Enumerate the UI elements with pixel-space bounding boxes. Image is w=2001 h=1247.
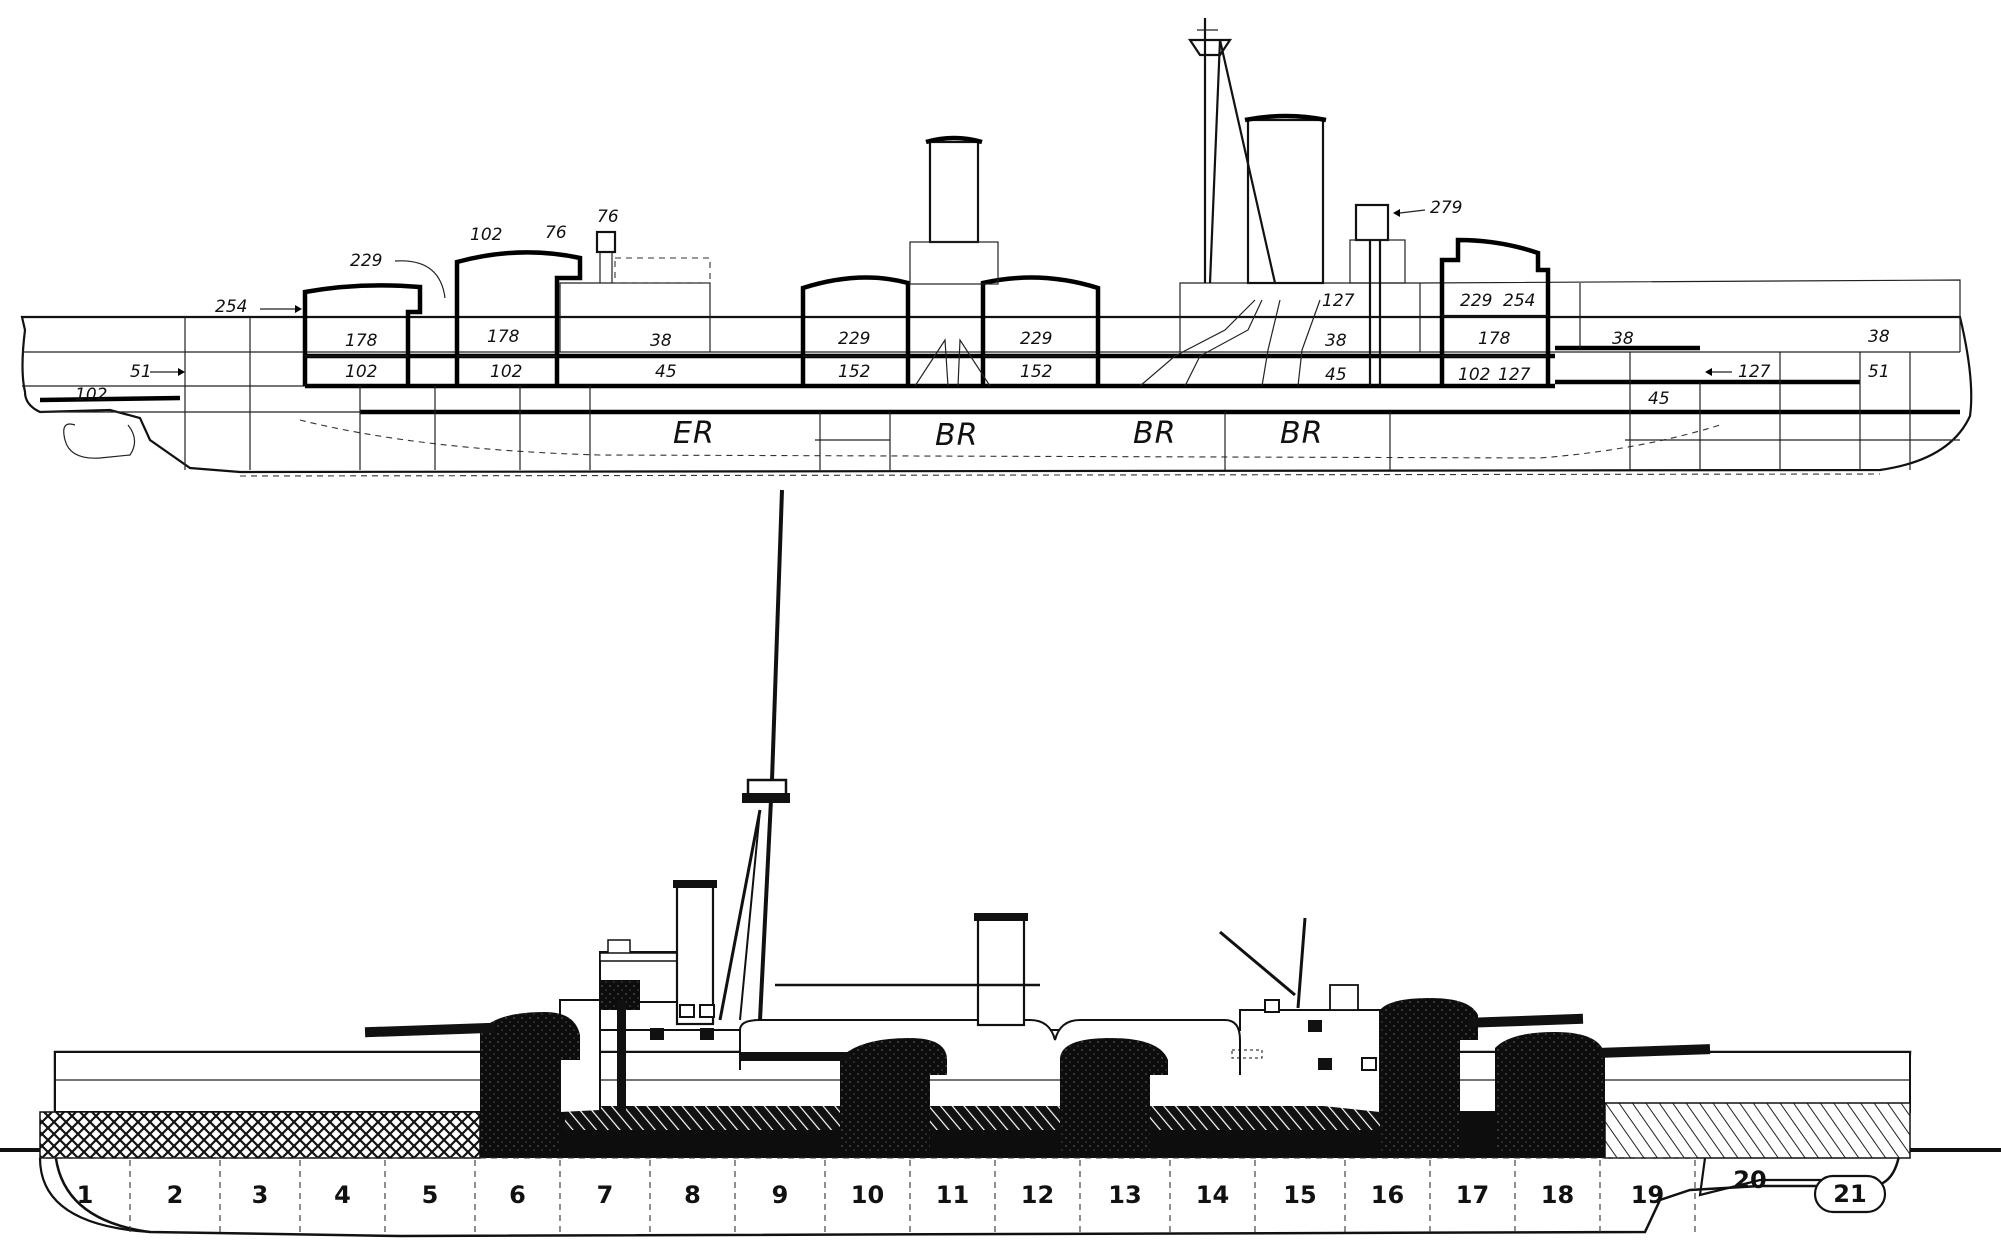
belt-mid-hatch-b: [930, 1106, 1400, 1130]
section-dividers: [129, 1160, 1696, 1232]
profile-keel-line: [239, 473, 1881, 477]
aft-turret: [1439, 237, 1551, 386]
profile-hull-outline: [20, 315, 1973, 474]
label-51-stern: 51: [1868, 362, 1890, 382]
section-number-4: 4: [334, 1181, 351, 1209]
fore-underwater: [63, 423, 136, 459]
funnel-fore: [909, 135, 999, 387]
section-number-16: 16: [1371, 1181, 1404, 1209]
section-number-11: 11: [936, 1181, 969, 1209]
label-102-low: 102: [75, 385, 107, 405]
section-number-10: 10: [851, 1181, 884, 1209]
belt-fore-crosshatch: [39, 1111, 481, 1159]
section-number-3: 3: [252, 1181, 269, 1209]
label-152-wing-b: 152: [1020, 362, 1052, 382]
label-76-fore: 76: [545, 223, 567, 243]
turret-wing-a: [740, 1038, 947, 1152]
fore-cupola: [595, 230, 617, 254]
label-178-b: 178: [487, 327, 520, 347]
section-number-20: 20: [1733, 1166, 1766, 1194]
label-38-mid: 38: [650, 331, 672, 351]
label-45-aft-b: 45: [1648, 389, 1670, 409]
turret-aft-a: [1380, 998, 1584, 1152]
fore-turret-b: [454, 250, 583, 386]
bow-underwater: [38, 1157, 151, 1234]
wing-turret-a: [800, 275, 911, 386]
section-number-9: 9: [772, 1181, 789, 1209]
label-178-a: 178: [345, 331, 378, 351]
turret-wing-b: [1060, 1038, 1168, 1152]
belt-aft-hatch: [1604, 1102, 1911, 1159]
section-number-17: 17: [1456, 1181, 1489, 1209]
label-102-top: 102: [470, 225, 502, 245]
label-127-aft-c: 127: [1738, 362, 1771, 382]
aft-posts: [1368, 240, 1382, 386]
turret-fore: [364, 980, 640, 1152]
label-127-aft-a: 127: [1322, 291, 1355, 311]
label-127-aft-b: 127: [1498, 365, 1531, 385]
funnel-fore-elevation: [673, 880, 717, 1026]
fore-deckhouse: [614, 257, 711, 284]
section-number-7: 7: [597, 1181, 614, 1209]
label-45-mid: 45: [655, 362, 677, 382]
wing-turret-b: [980, 275, 1101, 386]
label-229-wing-b: 229: [1020, 329, 1052, 349]
section-number-13: 13: [1108, 1181, 1141, 1209]
section-number-15: 15: [1283, 1181, 1316, 1209]
label-38-aft: 38: [1325, 331, 1347, 351]
section-number-5: 5: [422, 1181, 439, 1209]
label-45-aft: 45: [1325, 365, 1347, 385]
aft-deckhouse: [1349, 239, 1406, 284]
fore-bottom-line: [39, 395, 181, 403]
label-254-fore: 254: [215, 297, 247, 317]
section-number-12: 12: [1021, 1181, 1054, 1209]
secondary-guns: [650, 999, 1377, 1071]
label-102-aft: 102: [1458, 365, 1490, 385]
fore-turret-a: [302, 283, 423, 386]
mast-main: [1187, 18, 1277, 284]
profile-bilge-line: [299, 419, 1721, 459]
stern-cutaway: [1698, 1157, 1870, 1197]
label-engine-room: ER: [673, 416, 715, 451]
label-279-aft: 279: [1430, 198, 1462, 218]
label-boiler-room-2: BR: [1133, 416, 1176, 451]
turret-aft-b: [1495, 1032, 1711, 1152]
label-152-wing-a: 152: [838, 362, 870, 382]
profile-labels: 254 229 102 76 76 178 178 102 102 51 102…: [75, 198, 1890, 453]
fore-chart-house: [607, 939, 631, 955]
section-number-19: 19: [1631, 1181, 1664, 1209]
aft-cupola: [1354, 203, 1390, 242]
armour-profile: 254 229 102 76 76 178 178 102 102 51 102…: [20, 18, 1973, 477]
label-38-stern: 38: [1868, 327, 1890, 347]
label-51-fore: 51: [130, 362, 152, 382]
label-229-wing-a: 229: [838, 329, 870, 349]
section-number-1: 1: [77, 1181, 94, 1209]
funnel-aft-elevation: [974, 913, 1028, 1027]
label-102-a: 102: [345, 362, 377, 382]
section-number-8: 8: [684, 1181, 701, 1209]
aft-derrick: [1219, 917, 1359, 1011]
section-number-18: 18: [1541, 1181, 1574, 1209]
profile-frames: [184, 317, 1960, 470]
rudder: [1813, 1174, 1887, 1214]
label-76-cupola: 76: [597, 207, 619, 227]
label-102-b: 102: [490, 362, 522, 382]
label-boiler-room-1: BR: [935, 418, 978, 453]
label-229-fore: 229: [350, 251, 382, 271]
label-boiler-room-3: BR: [1280, 416, 1323, 451]
section-number-6: 6: [509, 1181, 526, 1209]
fore-cupola-post: [599, 252, 613, 283]
section-number-21: 21: [1833, 1180, 1866, 1208]
label-254-aft: 254: [1503, 291, 1535, 311]
label-178-aft: 178: [1478, 329, 1511, 349]
foremast-elevation: [718, 489, 1040, 1021]
funnel-aft: [1139, 113, 1327, 387]
section-number-14: 14: [1196, 1181, 1229, 1209]
label-38-aft-b: 38: [1612, 329, 1634, 349]
section-number-2: 2: [167, 1181, 184, 1209]
label-229-aft: 229: [1460, 291, 1492, 311]
